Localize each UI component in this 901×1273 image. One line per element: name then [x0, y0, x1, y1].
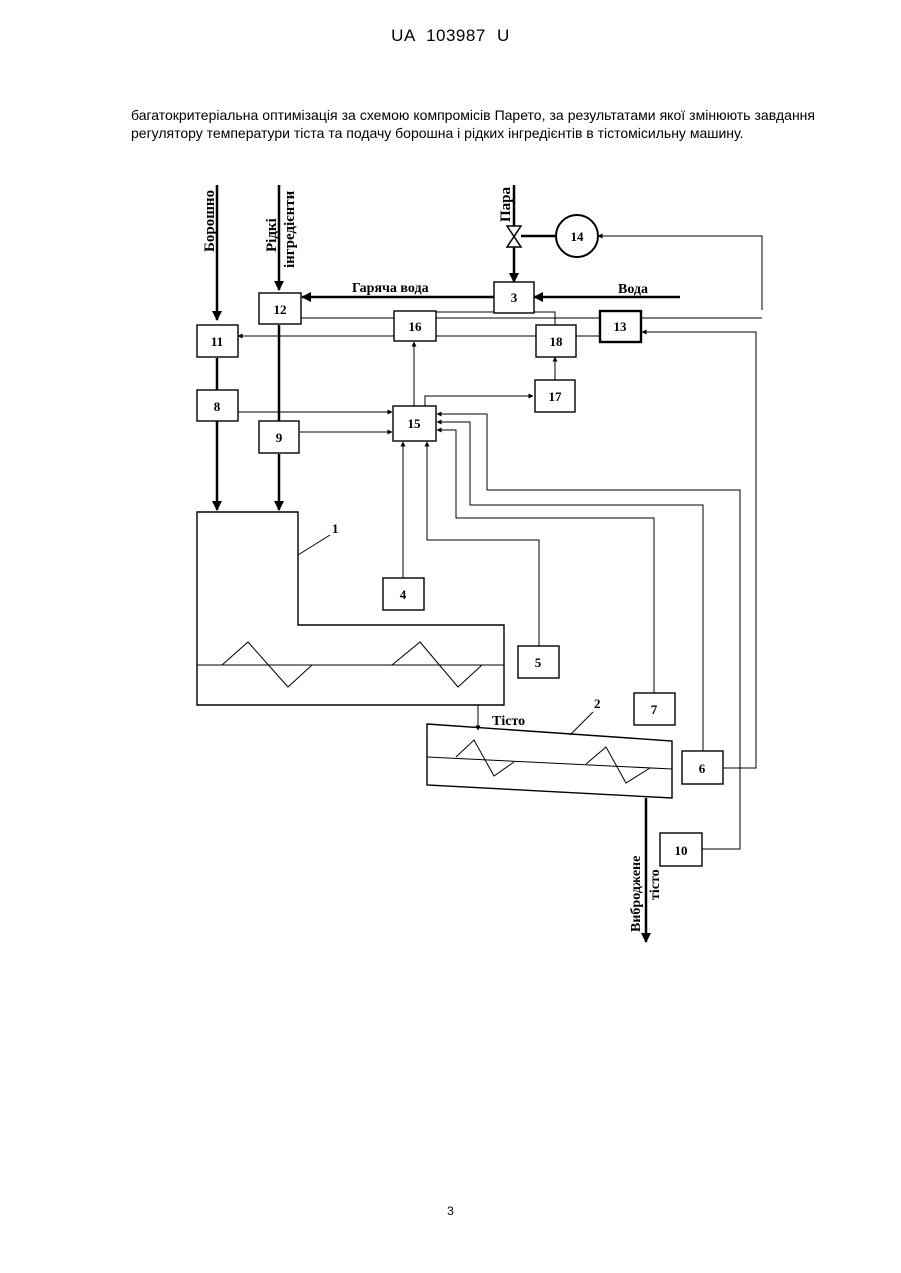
svg-text:3: 3	[511, 290, 518, 305]
fermenter-leader	[570, 712, 593, 735]
block-16: 16	[394, 311, 436, 341]
mixer-number: 1	[332, 521, 339, 536]
fermenter-level-line	[427, 757, 672, 769]
svg-text:4: 4	[400, 587, 407, 602]
svg-text:12: 12	[274, 302, 287, 317]
block-3: 3	[494, 282, 534, 313]
page-number: 3	[0, 1204, 901, 1218]
steam-valve-icon	[507, 226, 521, 247]
block-14-label: 14	[571, 229, 585, 244]
block-17: 17	[535, 380, 575, 412]
dough-label: Тісто	[492, 714, 525, 729]
svg-text:11: 11	[211, 334, 223, 349]
svg-text:7: 7	[651, 702, 658, 717]
hot-water-label: Гаряча вода	[352, 281, 429, 296]
block-15: 15	[393, 406, 436, 441]
block-10: 10	[660, 833, 702, 866]
fermenter-number: 2	[594, 696, 601, 711]
svg-text:8: 8	[214, 399, 221, 414]
block-6: 6	[682, 751, 723, 784]
block-7: 7	[634, 693, 675, 725]
fermenter-vessel	[427, 724, 672, 798]
fermented-dough-label-1: Виброджене	[629, 856, 644, 932]
liquid-label-2: інгредієнти	[282, 190, 298, 268]
water-label: Вода	[618, 282, 648, 297]
block-12: 12	[259, 293, 301, 324]
svg-text:6: 6	[699, 761, 706, 776]
svg-text:15: 15	[408, 416, 422, 431]
block-5: 5	[518, 646, 559, 678]
svg-text:18: 18	[550, 334, 564, 349]
block-18: 18	[536, 325, 576, 357]
svg-text:9: 9	[276, 430, 283, 445]
svg-text:17: 17	[549, 389, 563, 404]
svg-text:16: 16	[409, 319, 423, 334]
block-8: 8	[197, 390, 238, 421]
fermented-dough-label-2: тісто	[648, 869, 663, 900]
line-15-17	[425, 396, 533, 406]
svg-text:13: 13	[614, 319, 628, 334]
svg-text:10: 10	[675, 843, 688, 858]
block-13: 13	[600, 311, 641, 342]
svg-text:5: 5	[535, 655, 542, 670]
fermenter-screw	[456, 740, 514, 776]
flour-label: Борошно	[202, 190, 218, 252]
liquid-label-1: Рідкі	[264, 218, 280, 252]
block-11: 11	[197, 325, 238, 357]
block-4: 4	[383, 578, 424, 610]
feedback-13-14	[598, 236, 762, 310]
line-5-15	[427, 442, 539, 646]
mixer-leader	[298, 535, 330, 555]
mixer-vessel	[197, 512, 504, 705]
block-9: 9	[259, 421, 299, 453]
steam-label: Пара	[498, 186, 514, 222]
